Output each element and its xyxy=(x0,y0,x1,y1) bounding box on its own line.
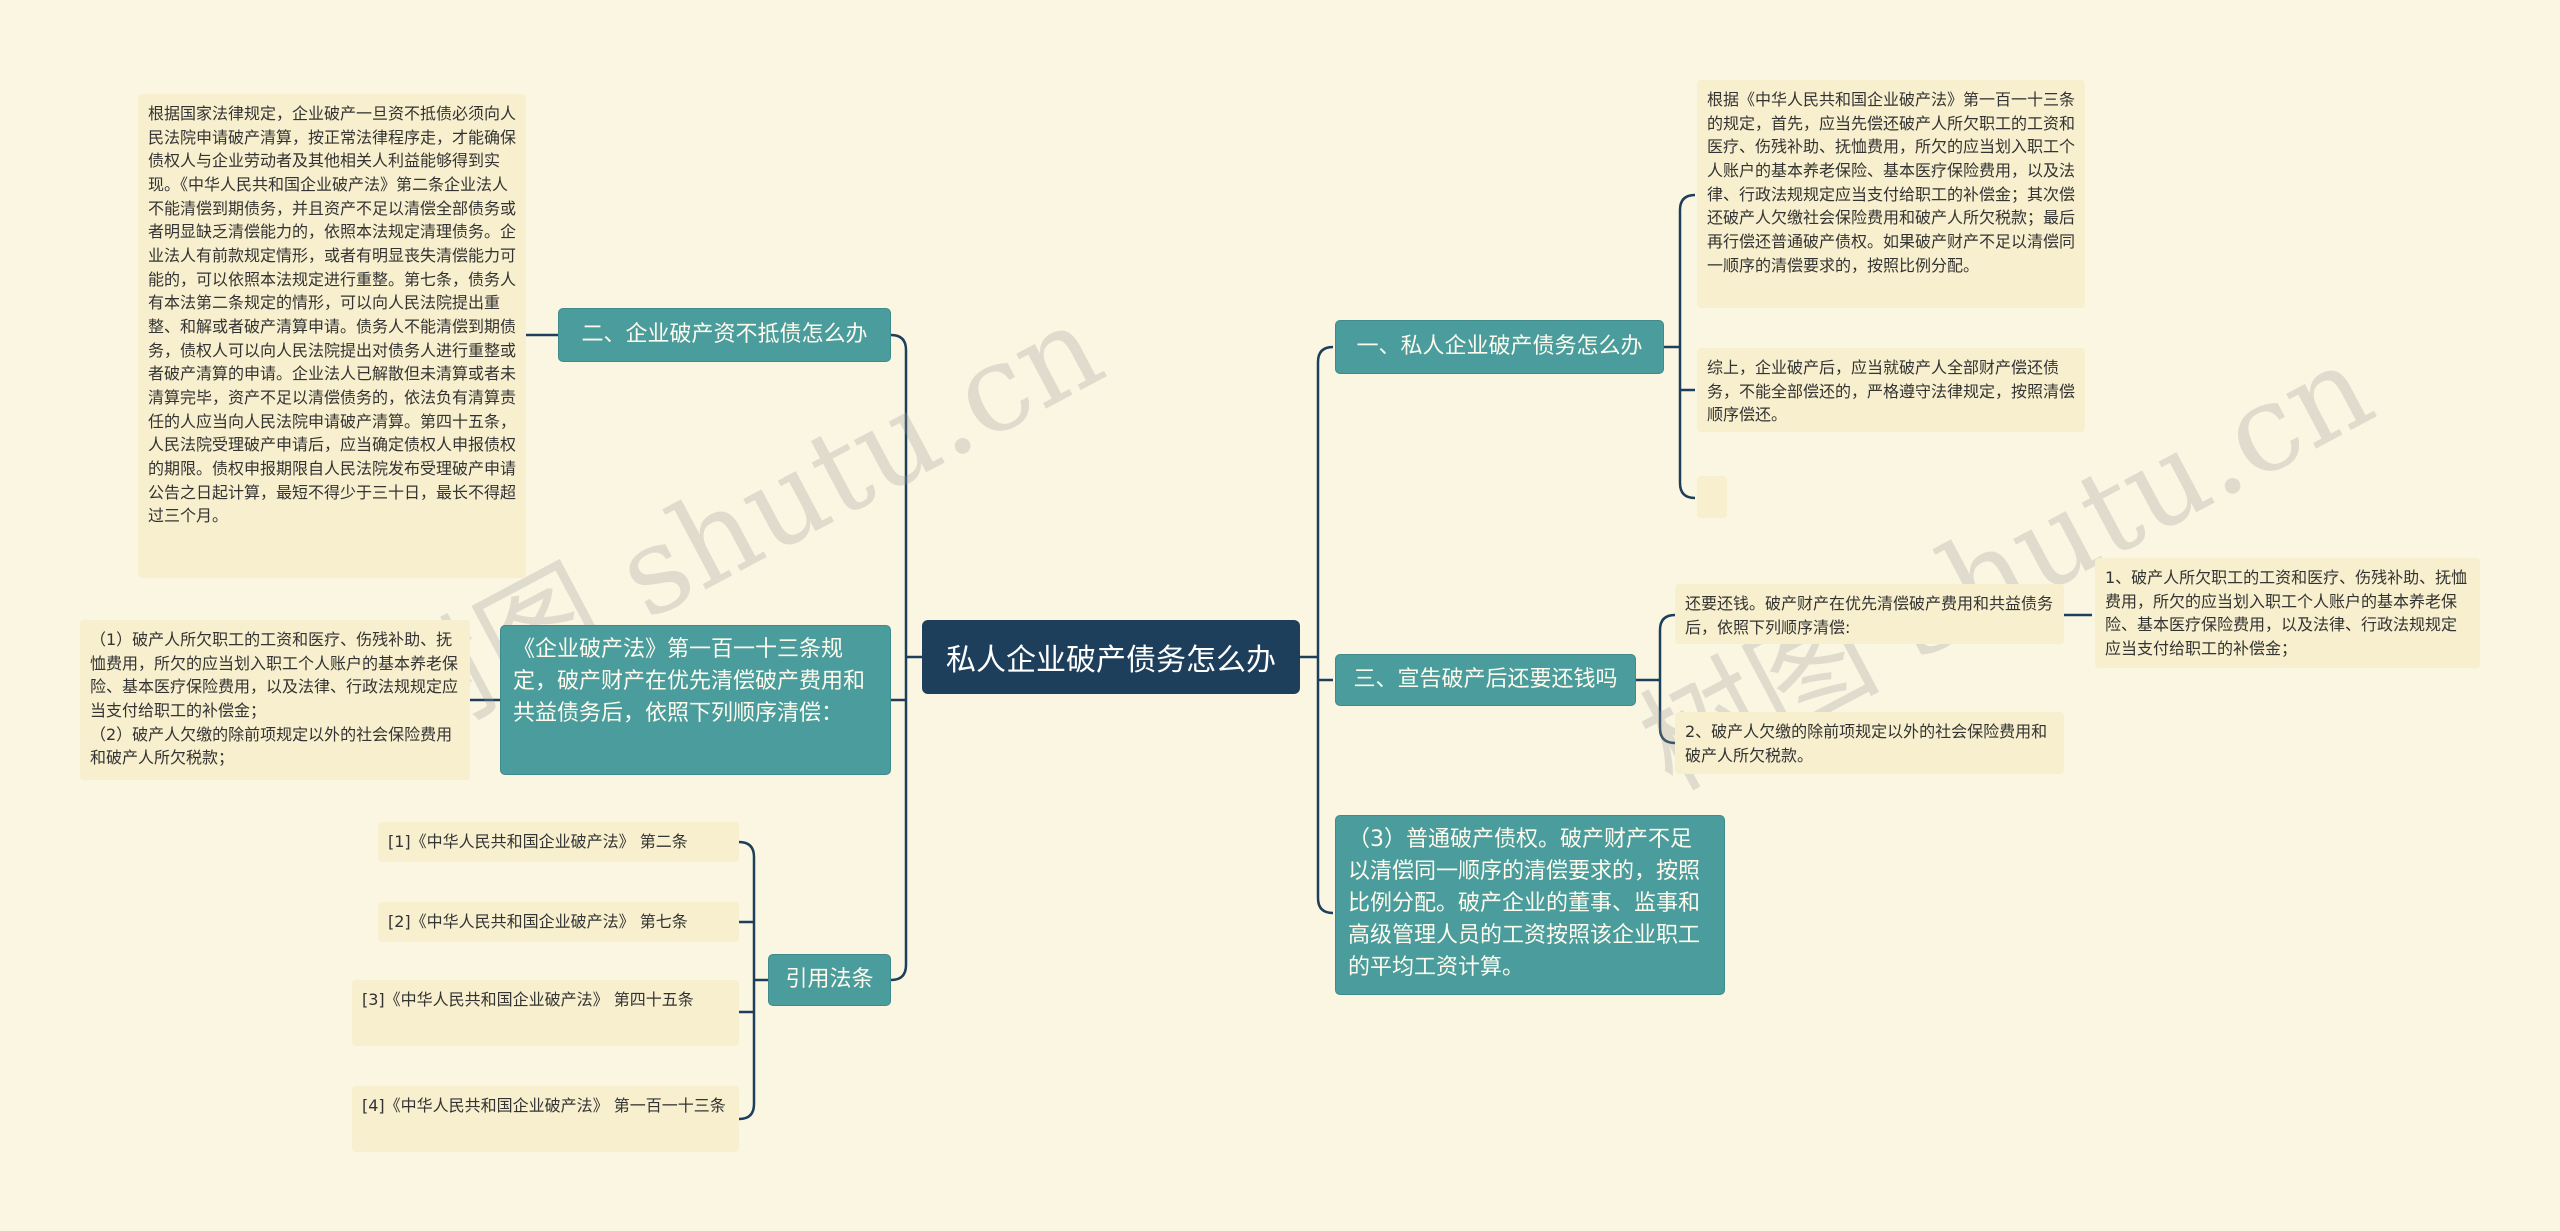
leaf-topic[interactable]: 1、破产人所欠职工的工资和医疗、伤残补助、抚恤费用，所欠的应当划入职工个人账户的… xyxy=(2095,558,2480,668)
law-citation[interactable]: [3]《中华人民共和国企业破产法》 第四十五条 xyxy=(352,980,739,1046)
leaf-topic[interactable]: 综上，企业破产后，应当就破产人全部财产偿还债务，不能全部偿还的，严格遵守法律规定… xyxy=(1697,348,2085,432)
branch-topic-4[interactable]: （3）普通破产债权。破产财产不足以清偿同一顺序的清偿要求的，按照比例分配。破产企… xyxy=(1335,815,1725,995)
leaf-topic[interactable]: 根据《中华人民共和国企业破产法》第一百一十三条的规定，首先，应当先偿还破产人所欠… xyxy=(1697,80,2085,308)
branch-topic-1[interactable]: 一、私人企业破产债务怎么办 xyxy=(1335,320,1664,374)
leaf-topic-empty[interactable] xyxy=(1697,476,1727,518)
root-topic[interactable]: 私人企业破产债务怎么办 xyxy=(922,620,1300,694)
branch-topic-3[interactable]: 三、宣告破产后还要还钱吗 xyxy=(1335,654,1636,706)
branch-topic-2[interactable]: 二、企业破产资不抵债怎么办 xyxy=(558,308,891,362)
law-citation[interactable]: [1]《中华人民共和国企业破产法》 第二条 xyxy=(378,822,739,862)
law-citation[interactable]: [4]《中华人民共和国企业破产法》 第一百一十三条 xyxy=(352,1086,739,1152)
branch-topic-5[interactable]: 《企业破产法》第一百一十三条规定，破产财产在优先清偿破产费用和共益债务后，依照下… xyxy=(500,625,891,775)
leaf-topic[interactable]: 还要还钱。破产财产在优先清偿破产费用和共益债务后，依照下列顺序清偿: xyxy=(1675,584,2064,644)
leaf-topic[interactable]: 2、破产人欠缴的除前项规定以外的社会保险费用和破产人所欠税款。 xyxy=(1675,712,2064,774)
branch-topic-6[interactable]: 引用法条 xyxy=(768,954,891,1006)
leaf-topic[interactable]: （1）破产人所欠职工的工资和医疗、伤残补助、抚恤费用，所欠的应当划入职工个人账户… xyxy=(80,620,470,780)
law-citation[interactable]: [2]《中华人民共和国企业破产法》 第七条 xyxy=(378,902,739,942)
leaf-topic[interactable]: 根据国家法律规定，企业破产一旦资不抵债必须向人民法院申请破产清算，按正常法律程序… xyxy=(138,94,526,578)
